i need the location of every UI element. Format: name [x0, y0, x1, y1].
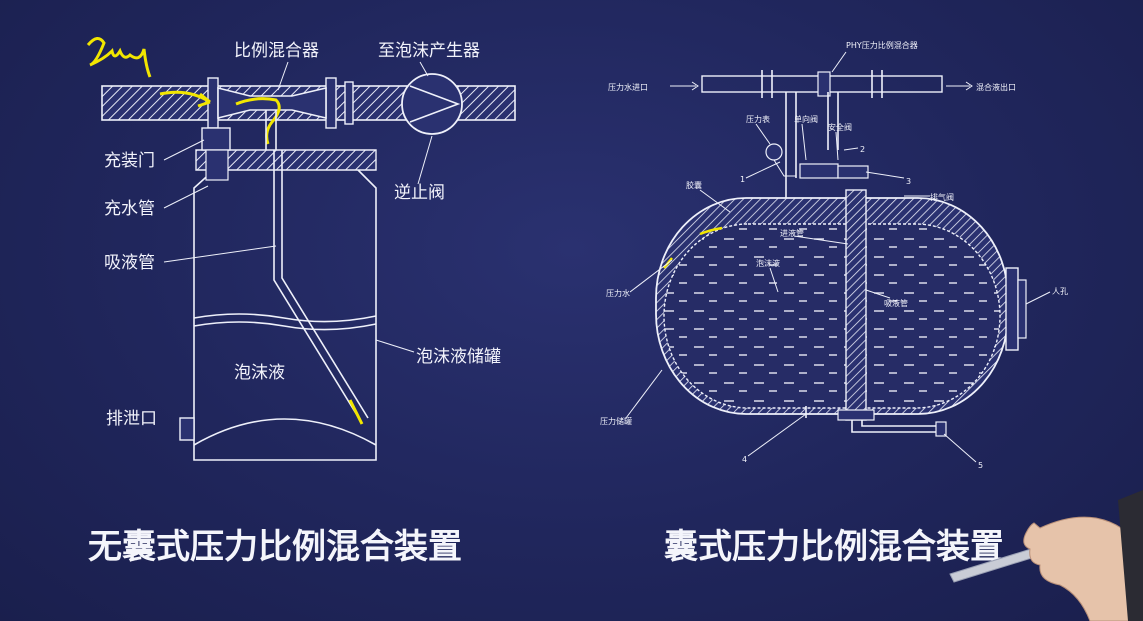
label-drain: 排泄口 [106, 409, 157, 429]
label-n4: 4 [742, 455, 747, 464]
label-bladder: 胶囊 [686, 180, 702, 190]
label-vent-valve: 排气阀 [930, 192, 954, 202]
label-storage-tank: 泡沫液储罐 [416, 347, 501, 367]
label-manhole: 人孔 [1052, 287, 1068, 296]
label-n5: 5 [978, 461, 983, 470]
check-valve-symbol [401, 73, 463, 135]
label-fill-pipe: 充水管 [104, 199, 155, 219]
label-to-generator: 至泡沫产生器 [378, 41, 480, 61]
label-gauge: 压力表 [746, 114, 770, 124]
storage-tank-body [193, 169, 377, 461]
pressure-gauge [765, 143, 783, 161]
label-suction-pipe: 吸液管 [884, 298, 908, 308]
drain-valve [179, 417, 195, 441]
label-check-valve: 逆止阀 [394, 183, 445, 203]
left-title: 无囊式压力比例混合装置 [88, 527, 462, 567]
label-suction-pipe: 吸液管 [104, 253, 155, 273]
proportional-mixer [217, 86, 327, 120]
label-one-way-valve: 单向阀 [794, 114, 818, 124]
fill-port [201, 127, 231, 151]
right-title: 囊式压力比例混合装置 [664, 527, 1004, 567]
label-mixed-outlet: 混合液出口 [976, 82, 1016, 92]
label-foam: 泡沫液 [756, 258, 780, 268]
label-tank: 压力储罐 [600, 416, 632, 426]
manhole [1005, 267, 1019, 351]
label-foam-liquid: 泡沫液 [234, 363, 285, 383]
flow-highlight [159, 90, 211, 108]
label-n1: 1 [740, 175, 745, 184]
center-pipe [845, 189, 867, 421]
label-pressure-water: 压力水 [606, 288, 630, 298]
handwriting-mark [86, 37, 152, 78]
label-safety-valve: 安全阀 [828, 122, 852, 132]
presenter-hand [949, 490, 1143, 621]
label-mixer: 比例混合器 [234, 41, 319, 61]
suction-pipe [273, 150, 361, 421]
left-diagram: 比例混合器 至泡沫产生器 充装门 充水管 吸液管 逆止阀 泡沫液 泡沫液储罐 排… [86, 37, 516, 461]
label-phy-mixer: PHY压力比例混合器 [846, 40, 918, 50]
label-fill-port: 充装门 [104, 151, 155, 171]
label-n3: 3 [906, 177, 911, 186]
label-water-inlet: 压力水进口 [608, 82, 648, 92]
label-n2: 2 [860, 145, 865, 154]
bladder [663, 223, 1001, 409]
label-inlet-pipe: 进液管 [780, 228, 804, 238]
right-diagram: PHY压力比例混合器 压力水进口 混合液出口 压力表 单向阀 安全阀 胶囊 排气… [600, 40, 1068, 470]
tank-top [195, 149, 377, 171]
